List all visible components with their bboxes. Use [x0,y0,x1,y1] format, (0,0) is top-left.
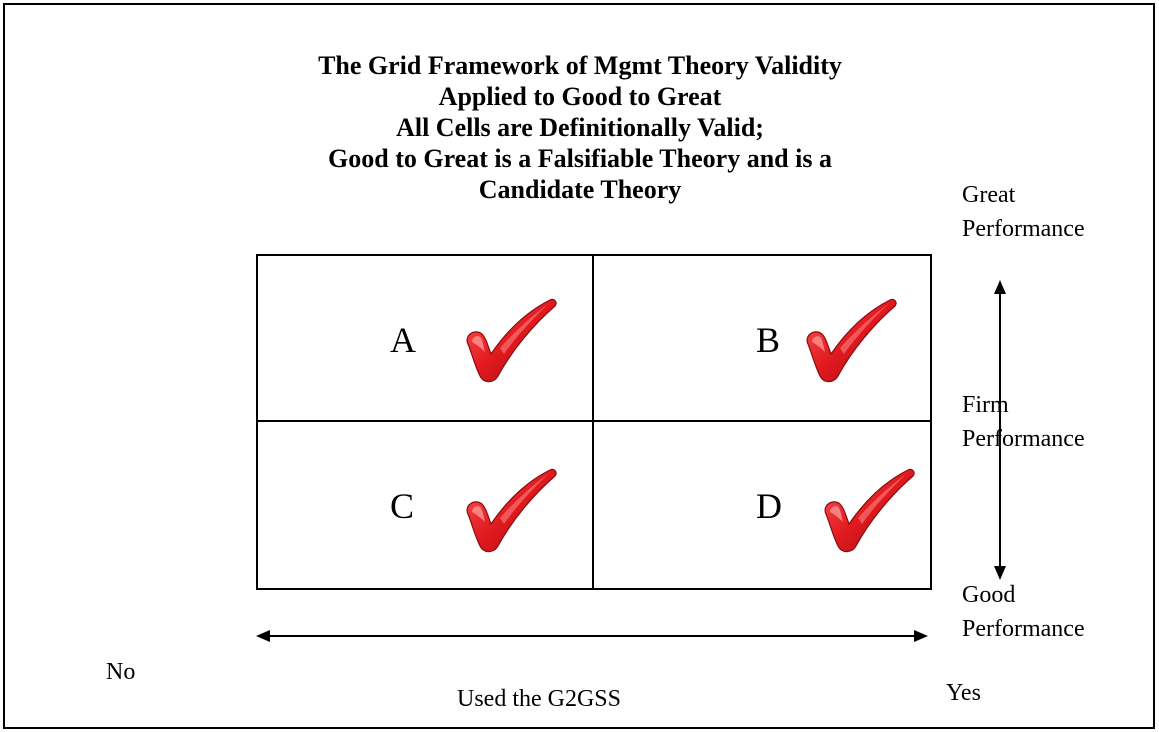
y-axis-middle-label: Firm Performance [962,388,1085,456]
y-top-line-2: Performance [962,216,1085,242]
x-axis-right-label: Yes [946,680,981,706]
horizontal-arrowhead-right [914,630,928,642]
y-top-line-1: Great [962,182,1016,208]
y-bottom-line-1: Good [962,582,1016,608]
cell-c-letter: C [390,486,415,526]
diagram-title: The Grid Framework of Mgmt Theory Validi… [230,50,930,205]
quadrant-grid [256,254,932,590]
title-line-3: All Cells are Definitionally Valid; [396,113,764,142]
cell-d-letter: D [756,486,782,526]
vertical-arrowhead-up [994,280,1006,294]
x-axis-label: Used the G2GSS [457,686,622,712]
y-bottom-line-2: Performance [962,616,1085,642]
vertical-arrowhead-down [994,566,1006,580]
cell-b-letter: B [756,320,781,360]
diagram-frame [3,3,1155,729]
cell-a-letter: A [390,320,416,360]
title-line-4: Good to Great is a Falsifiable Theory an… [328,144,832,173]
grid-vertical-divider [592,254,594,590]
title-line-1: The Grid Framework of Mgmt Theory Validi… [318,51,842,80]
horizontal-arrowhead-left [256,630,270,642]
title-line-2: Applied to Good to Great [438,82,722,111]
y-axis-bottom-label: Good Performance [962,578,1085,646]
x-axis-left-label: No [106,659,136,685]
y-middle-line-2: Performance [962,426,1085,452]
grid-horizontal-divider [256,420,932,422]
y-axis-top-label: Great Performance [962,178,1085,246]
title-line-5: Candidate Theory [478,175,682,204]
y-middle-line-1: Firm [962,392,1009,418]
